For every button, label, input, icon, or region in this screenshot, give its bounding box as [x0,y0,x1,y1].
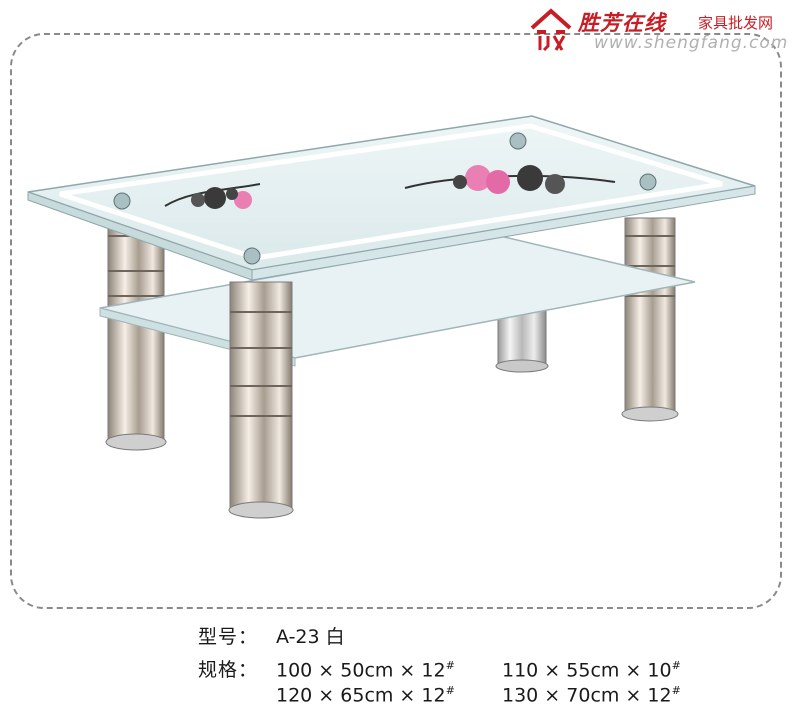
watermark: 胜芳在线 家具批发网 www.shengfang.com [528,4,796,56]
glass-white-border [59,123,723,261]
spec-label: 规格： [198,659,259,681]
flower-decoration-right [404,165,616,194]
spec-row-2: 120 × 65cm × 12# 130 × 70cm × 12# [198,684,728,706]
model-row: 型号： A-23 白 [198,622,345,649]
glass-coffee-table-illustration [27,115,756,519]
fixing-icon [639,173,657,191]
size-option: 130 × 70cm × 12# [502,684,681,707]
watermark-url: www.shengfang.com [594,33,789,53]
fixing-icon [113,192,131,210]
watermark-site-name: 胜芳在线 [578,11,666,35]
fixing-icon [509,132,527,150]
size-option: 100 × 50cm × 12# [276,658,455,681]
front-right-leg [228,281,294,519]
size-option: 110 × 55cm × 10# [502,658,681,681]
flower-decoration-left [164,183,261,209]
fixing-icon [243,247,261,265]
house-logo-icon [530,8,572,52]
dashed-frame [10,33,782,609]
model-label: 型号： [198,626,259,648]
back-right-leg [621,217,679,422]
size-option: 120 × 65cm × 12# [276,684,455,707]
top-glass-side-edge [251,185,756,281]
spec-row-1: 规格： 100 × 50cm × 12# 110 × 55cm × 10# [198,655,728,682]
model-value: A-23 白 [276,626,345,648]
watermark-subtitle: 家具批发网 [698,14,774,32]
